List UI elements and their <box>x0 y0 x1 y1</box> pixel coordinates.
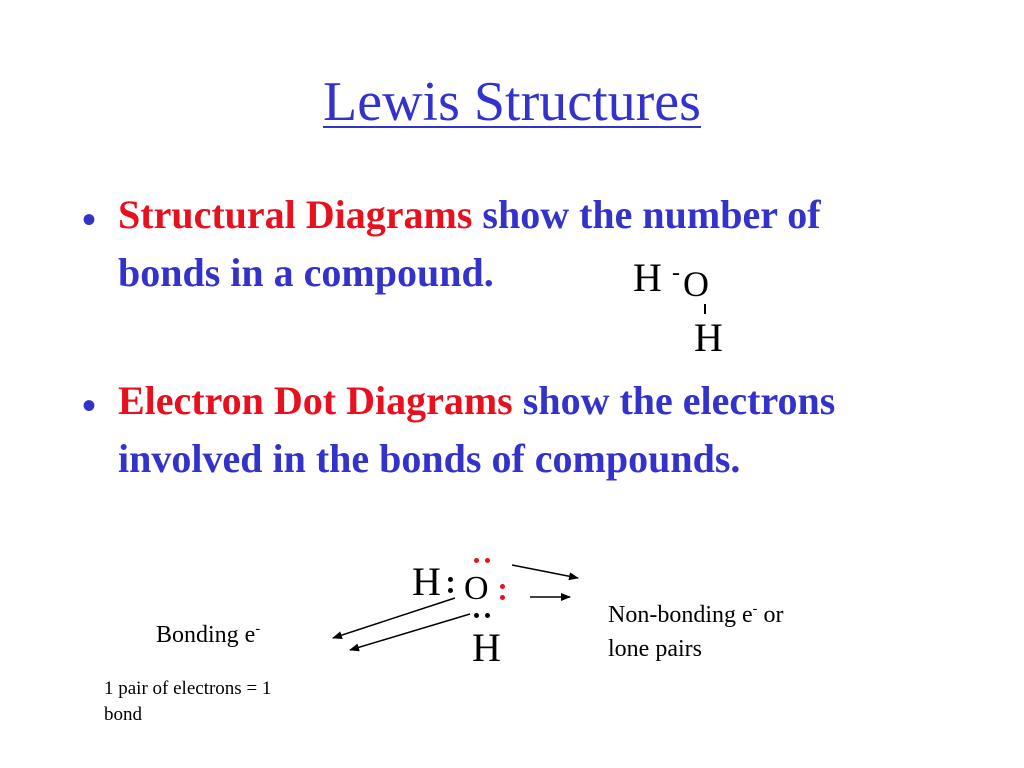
pair-note: 1 pair of electrons = 1 bond <box>104 676 384 728</box>
arrow-bonding-left <box>332 597 456 639</box>
lone-pair-right-dot-1 <box>500 584 505 589</box>
bond-pair-left-dot-2 <box>448 588 453 593</box>
structural-atom-h2: H <box>694 315 723 360</box>
nonbonding-label: Non-bonding e- or lone pairs <box>608 598 908 666</box>
pair-note-line-2: bond <box>104 704 142 725</box>
nonbonding-label-sup: - <box>752 601 758 617</box>
bonding-label: Bonding e- <box>156 618 260 652</box>
dot-atom-h1: H <box>412 559 441 604</box>
bullet-2-highlight: Electron Dot Diagrams <box>118 378 513 423</box>
bullet-1: Structural Diagrams show the number of b… <box>118 186 978 302</box>
nonbonding-label-or: or <box>757 602 784 628</box>
bullet-marker-2: • <box>82 383 97 428</box>
structural-bond-h1: - <box>672 260 680 286</box>
lone-pair-right-dot-2 <box>500 595 505 600</box>
slide-title: Lewis Structures <box>323 71 701 133</box>
bullet-2-line-2: involved in the bonds of compounds. <box>118 436 741 481</box>
structural-formula: H - O H <box>600 250 760 370</box>
bonding-label-sup: - <box>255 621 261 637</box>
bond-pair-bottom-dot-1 <box>474 613 479 618</box>
bond-pair-bottom-dot-2 <box>485 613 490 618</box>
bullet-2: Electron Dot Diagrams show the electrons… <box>118 372 998 488</box>
nonbonding-label-line-2: lone pairs <box>608 636 702 662</box>
bullet-2-line-1: Electron Dot Diagrams show the electrons <box>118 372 998 430</box>
electron-dot-diagram: H O H <box>400 550 530 670</box>
bonding-label-text: Bonding e <box>156 622 256 648</box>
dot-atom-o: O <box>464 570 489 607</box>
arrow-lone-pair-top <box>511 564 579 581</box>
bullet-1-line-2: bonds in a compound. <box>118 250 494 295</box>
nonbonding-label-text: Non-bonding e <box>608 602 753 628</box>
lone-pair-top-dot-2 <box>485 558 490 563</box>
bullet-1-rest: show the number of <box>472 192 821 237</box>
nonbonding-label-line-1: Non-bonding e- or <box>608 598 908 632</box>
structural-bond-h2 <box>704 304 706 314</box>
pair-note-line-1: 1 pair of electrons = 1 <box>104 678 272 699</box>
structural-atom-h1: H <box>633 255 662 300</box>
dot-atom-h2: H <box>472 625 501 670</box>
structural-atom-o: O <box>683 264 709 304</box>
bullet-1-line-1: Structural Diagrams show the number of <box>118 186 978 244</box>
arrow-bonding-bottom <box>349 613 471 652</box>
bond-pair-left-dot-1 <box>448 577 453 582</box>
lone-pair-top-dot-1 <box>474 558 479 563</box>
bullet-2-rest: show the electrons <box>512 378 836 423</box>
bullet-marker-1: • <box>82 197 97 242</box>
bullet-1-highlight: Structural Diagrams <box>118 192 473 237</box>
